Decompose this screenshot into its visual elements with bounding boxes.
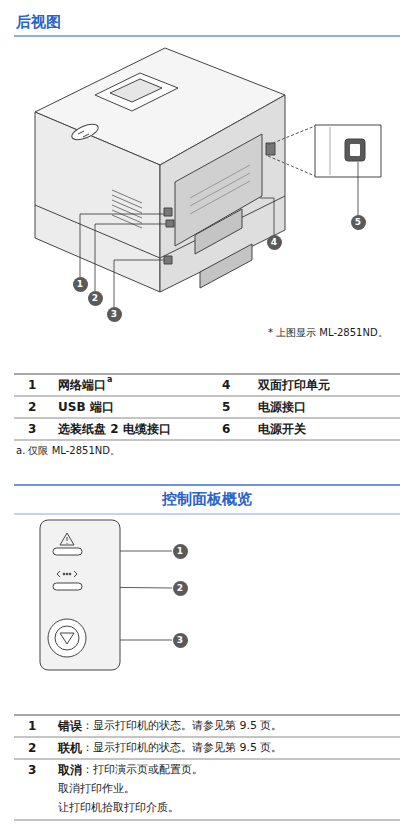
table-number: 4 [222, 378, 230, 392]
table-number: 6 [222, 422, 230, 436]
table-cell: 取消打印作业。 [58, 782, 135, 795]
heading-rule [14, 35, 400, 37]
callout-circle: 2 [88, 291, 103, 306]
callout-circle: 1 [173, 544, 188, 559]
callout-number: 3 [177, 636, 183, 645]
table-number: 3 [28, 763, 36, 777]
control-panel-drawing [40, 520, 120, 670]
callout-circle: 3 [173, 633, 188, 648]
footnote: a. 仅限 ML-2851ND。 [16, 445, 120, 457]
callout-circle: 2 [173, 581, 188, 596]
callout-number: 2 [92, 294, 98, 303]
callout-number: 4 [271, 238, 277, 247]
callout-circle: 1 [73, 277, 88, 292]
table-cell: ：打印演示页或配置页。 [82, 763, 203, 776]
table-cell: 选装纸盘 2 电缆接口 [58, 422, 171, 436]
leader-lines [80, 162, 358, 640]
section-rule [14, 484, 400, 486]
table-rules [14, 374, 400, 820]
table-cell: 让打印机拾取打印介质。 [58, 801, 179, 814]
table-number: 2 [28, 400, 36, 414]
callout-circle: 4 [267, 235, 282, 250]
table-cell: ：显示打印机的状态。请参见第 9.5 页。 [82, 719, 283, 732]
section-rule [14, 514, 400, 515]
table-cell: 电源接口 [258, 400, 306, 414]
section-heading: 控制面板概览 [162, 490, 252, 508]
table-number: 3 [28, 422, 36, 436]
table-cell: 电源开关 [258, 422, 306, 436]
footnote-mark: a [107, 375, 112, 385]
table-cell: 网络端口 [58, 378, 106, 392]
table-cell: ：显示打印机的状态。请参见第 9.5 页。 [82, 741, 283, 754]
table-number: 1 [28, 378, 36, 392]
table-term: 联机 [58, 741, 82, 755]
callout-number: 1 [77, 280, 83, 289]
callout-number: 1 [177, 547, 183, 556]
callout-number: 5 [355, 218, 361, 227]
table-number: 5 [222, 400, 230, 414]
table-term: 错误 [58, 719, 82, 733]
table-term: 取消 [58, 763, 82, 777]
callout-number: 3 [111, 310, 117, 319]
table-cell: USB 端口 [58, 400, 114, 414]
printer-drawing [35, 48, 381, 292]
table-number: 1 [28, 719, 36, 733]
callout-number: 2 [177, 584, 183, 593]
callout-circle: 5 [351, 215, 366, 230]
table-number: 2 [28, 741, 36, 755]
section-heading: 后视图 [16, 13, 61, 31]
figure-note: * 上图显示 ML-2851ND。 [268, 327, 388, 339]
callout-circle: 3 [107, 307, 122, 322]
table-cell: 双面打印单元 [258, 378, 330, 392]
